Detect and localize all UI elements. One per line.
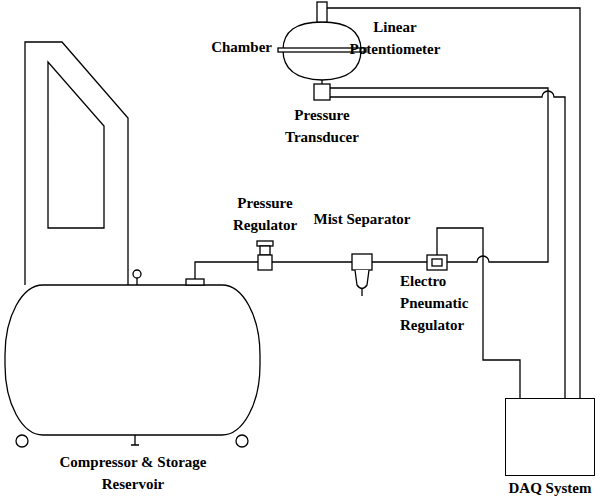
component-label: Compressor & Storage Reservoir [38, 451, 228, 495]
separator-bowl [355, 270, 369, 289]
potentiometer-wire [327, 8, 580, 398]
wheel [16, 435, 28, 447]
transducer-wire [330, 91, 565, 398]
gauge [133, 270, 141, 278]
wheel [236, 435, 248, 447]
component-label: Pressure Transducer [272, 104, 372, 148]
pressure-transducer [314, 84, 330, 100]
regulator-knob [257, 241, 273, 246]
compressor-frame [25, 42, 128, 285]
component-label: Electro Pneumatic Regulator [400, 270, 480, 336]
component-label: Mist Separator [312, 208, 412, 230]
separator-drain [361, 289, 362, 296]
potentiometer-rod [317, 2, 327, 22]
regulator-wire [437, 228, 520, 398]
storage-tank [5, 285, 260, 435]
regulator-body [258, 255, 272, 270]
electro-regulator-body [427, 255, 447, 270]
component-label: Linear Potentiometer [340, 16, 450, 60]
air-pipe [195, 88, 548, 279]
separator-head [352, 254, 372, 270]
compressor-window [48, 62, 104, 228]
daq-box [505, 398, 595, 476]
regulator-bonnet [260, 246, 270, 255]
node-label: DAQ System [509, 477, 592, 499]
component-label: Pressure Regulator [220, 192, 310, 236]
drain-valve [131, 435, 139, 445]
electro-regulator-coil [432, 259, 442, 266]
component-label: Chamber [190, 36, 272, 58]
gauge-stem [136, 278, 137, 285]
daq-unit: DAQ System [505, 398, 595, 499]
tank-outlet [186, 279, 204, 285]
